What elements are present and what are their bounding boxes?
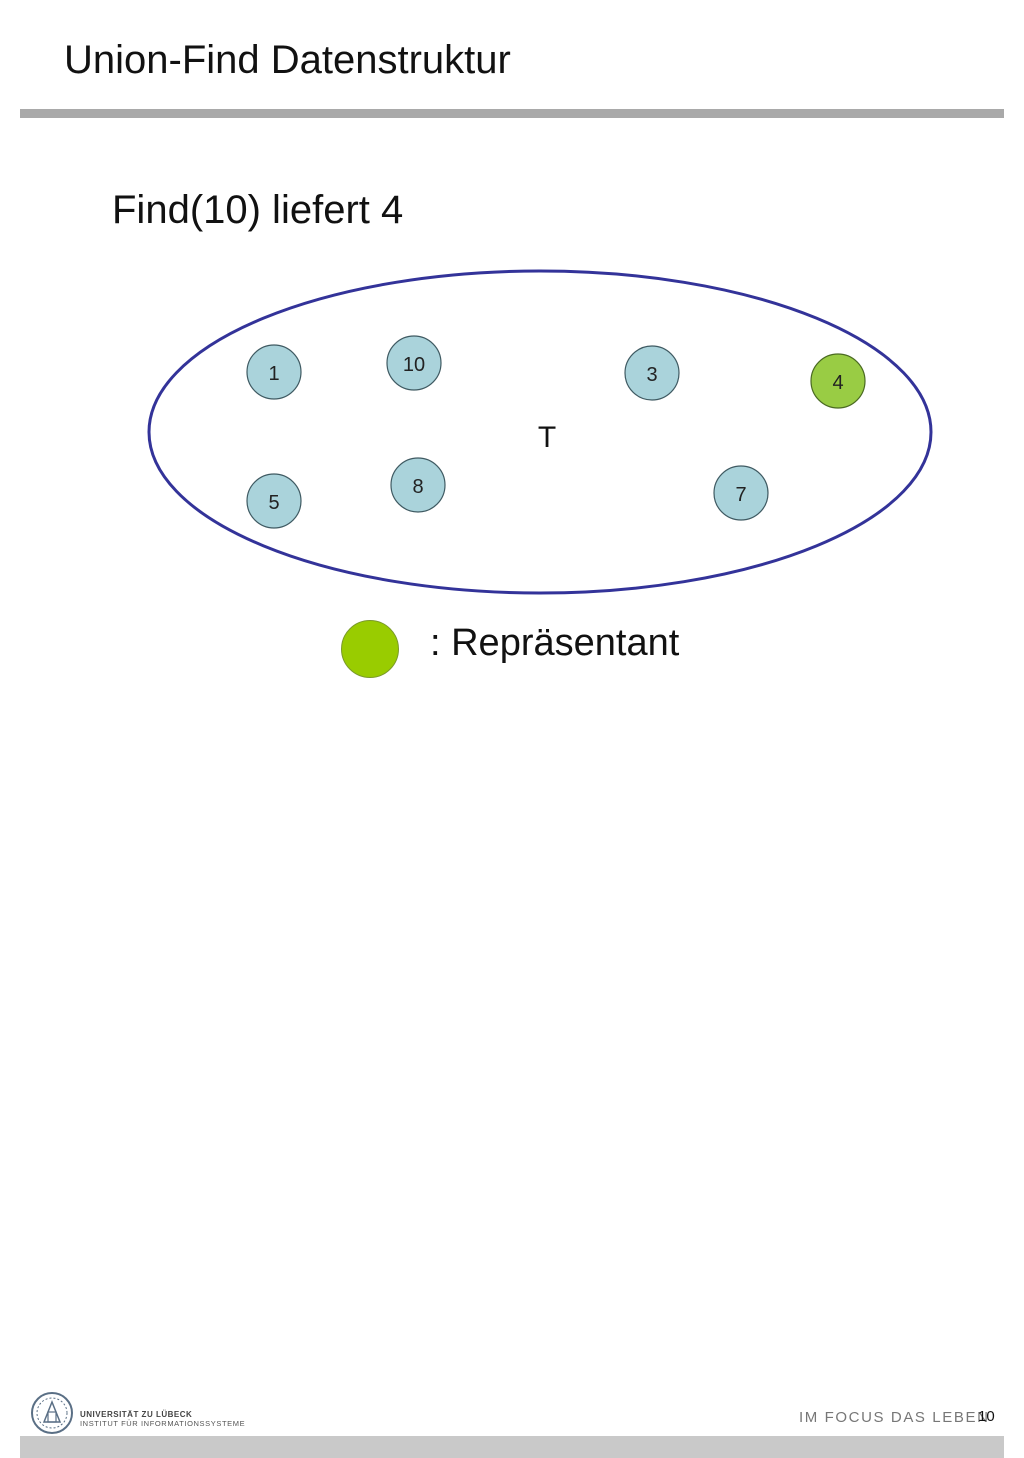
svg-text:10: 10 (403, 354, 425, 376)
representative-legend-label: : Repräsentant (430, 622, 680, 664)
footer-bar (20, 1436, 1004, 1458)
node-7: 7 (713, 465, 769, 521)
svg-text:8: 8 (412, 476, 423, 498)
node-8: 8 (390, 457, 446, 513)
node-3: 3 (624, 345, 680, 401)
node-10: 10 (386, 335, 442, 391)
node-5: 5 (246, 473, 302, 529)
node-1: 1 (246, 344, 302, 400)
page-number: 10 (978, 1408, 995, 1425)
slide-subtitle: Find(10) liefert 4 (112, 188, 404, 232)
svg-text:1: 1 (268, 363, 279, 385)
union-find-diagram: T 1 10 3 4 8 5 7 (147, 269, 933, 595)
university-name: UNIVERSITÄT ZU LÜBECK (80, 1410, 193, 1419)
svg-text:4: 4 (832, 372, 843, 394)
svg-text:7: 7 (735, 484, 746, 506)
svg-text:3: 3 (646, 364, 657, 386)
university-seal-icon (31, 1392, 73, 1434)
title-divider (20, 109, 1004, 118)
institute-name: INSTITUT FÜR INFORMATIONSSYSTEME (80, 1419, 246, 1428)
set-label: T (538, 421, 556, 454)
node-4-representative: 4 (810, 353, 866, 409)
slide-title: Union-Find Datenstruktur (64, 38, 511, 82)
university-slogan: IM FOCUS DAS LEBEN (799, 1409, 990, 1426)
svg-text:5: 5 (268, 492, 279, 514)
set-ellipse (147, 269, 933, 595)
footer: UNIVERSITÄT ZU LÜBECK INSTITUT FÜR INFOR… (0, 690, 1024, 1458)
representative-legend-swatch (341, 620, 399, 678)
